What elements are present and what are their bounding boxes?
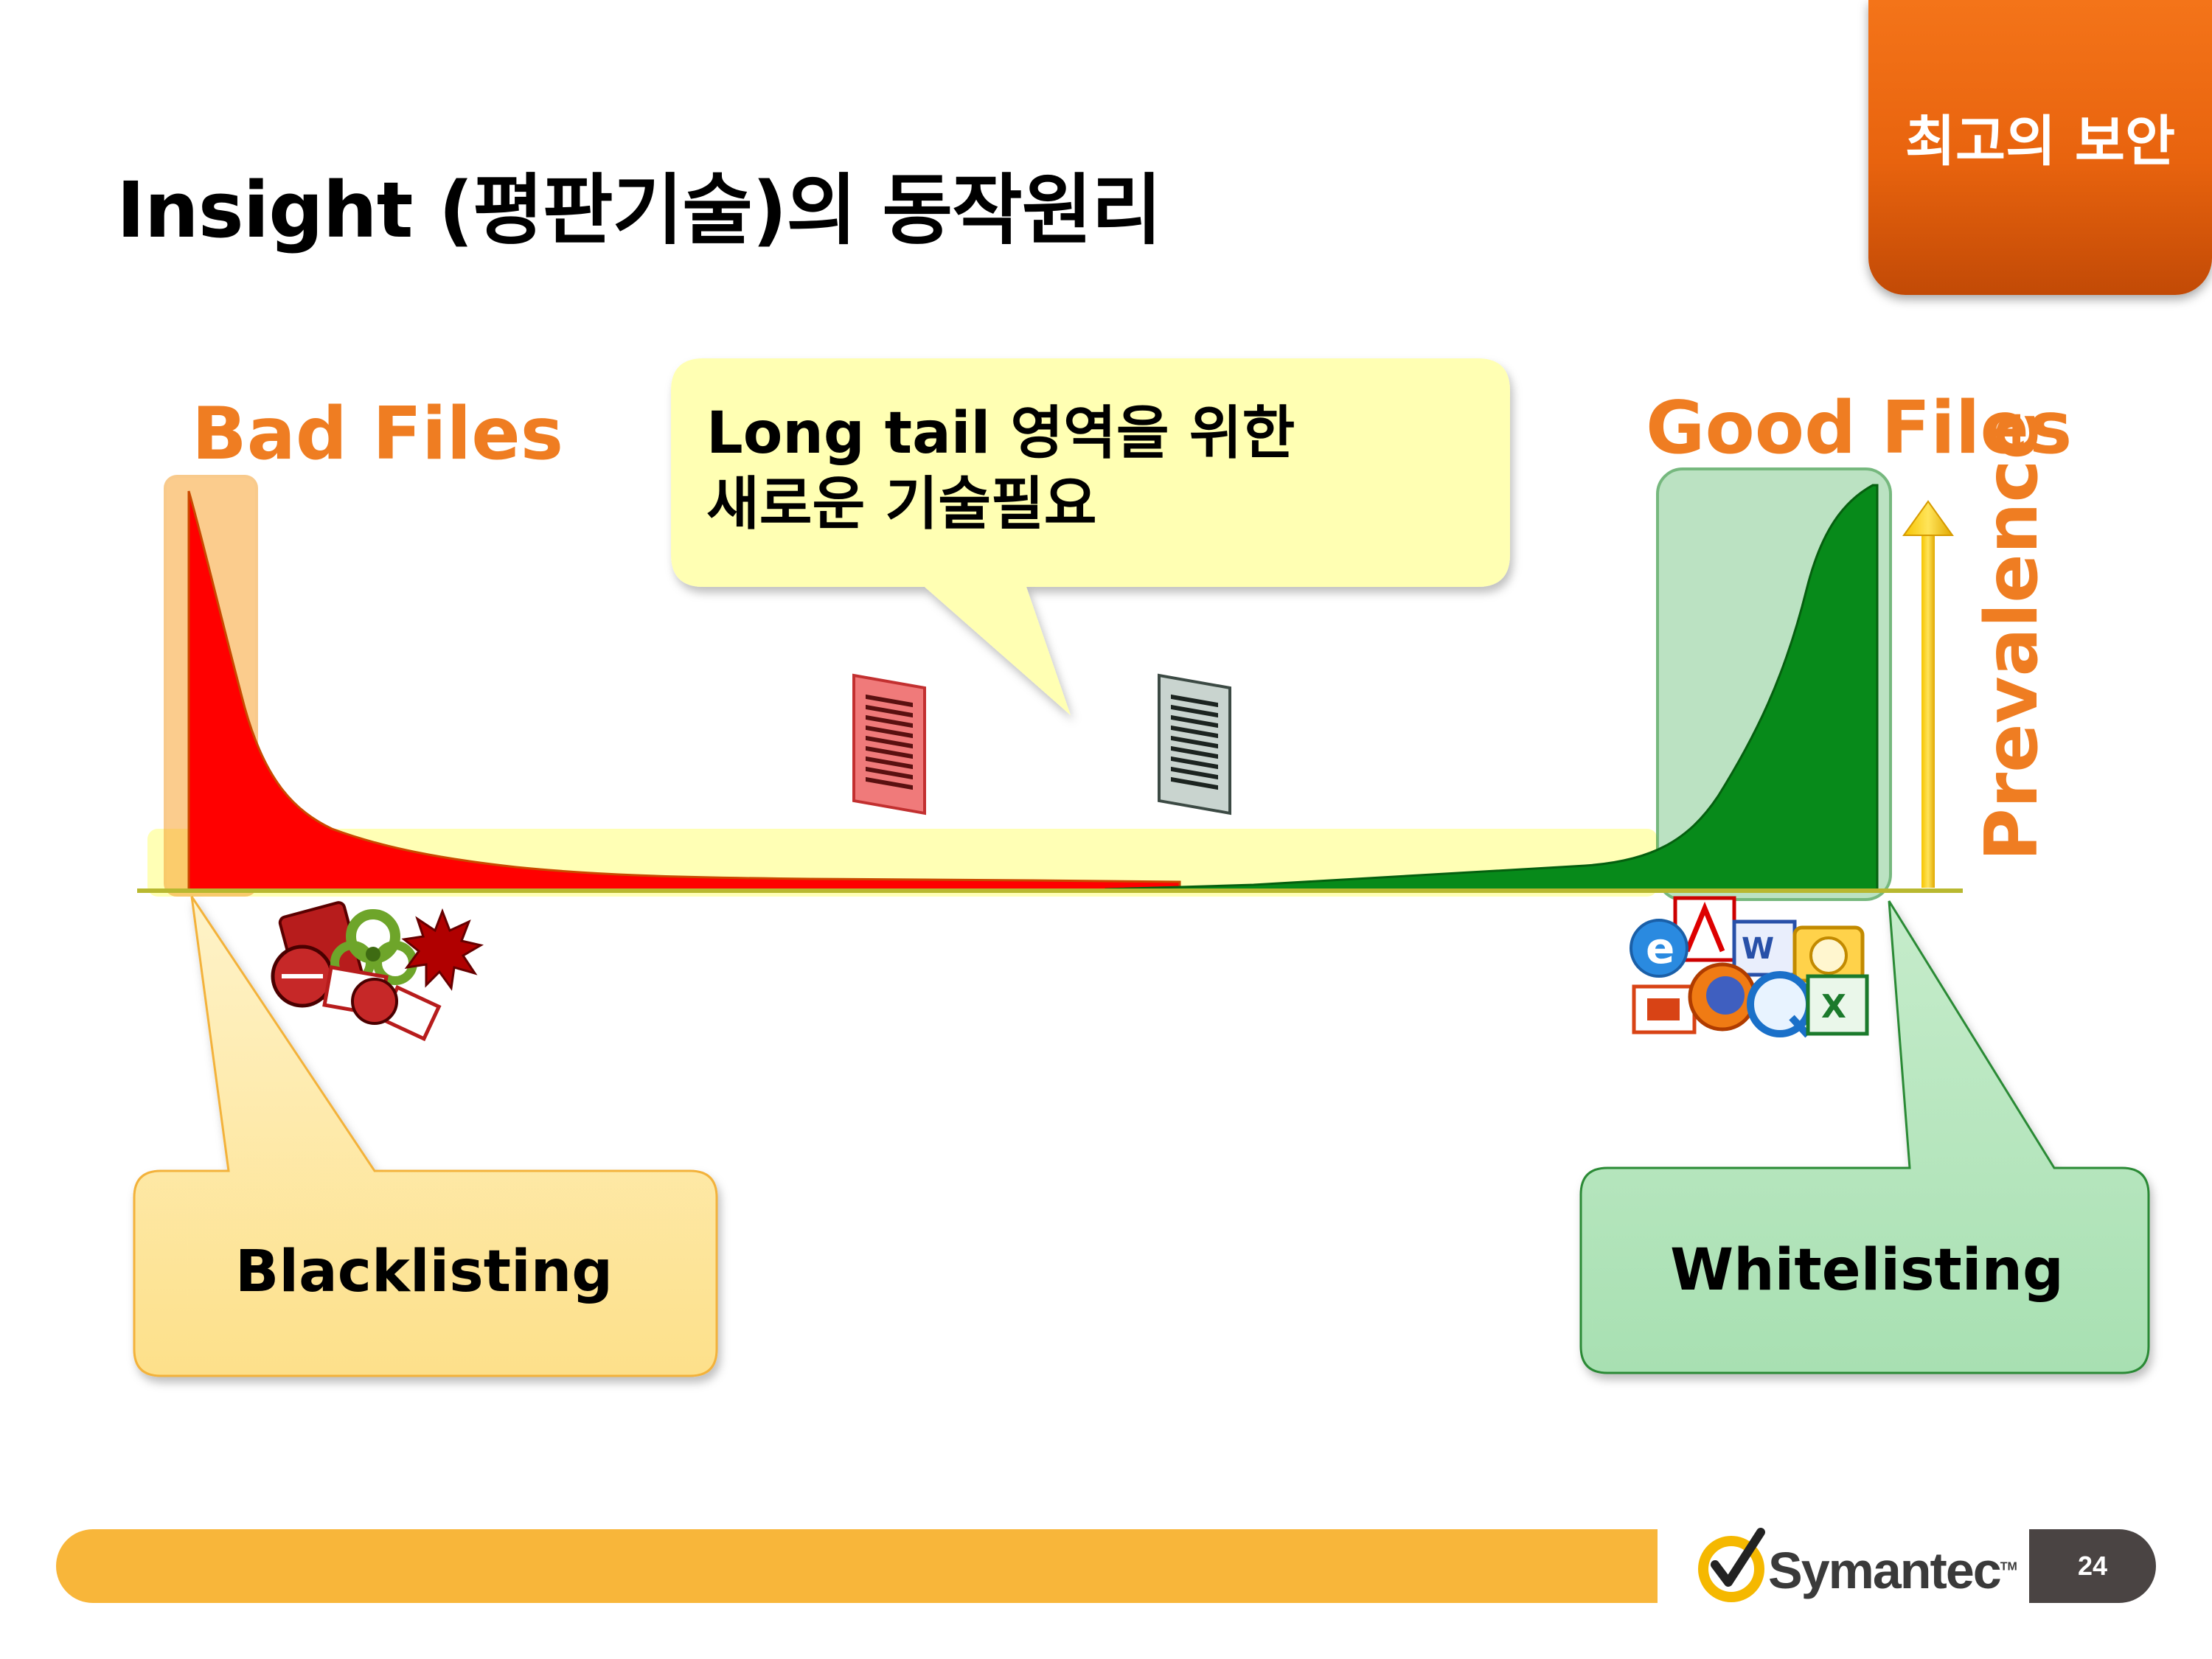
long-tail-bubble-text: Long tail 영역을 위한 새로운 기술필요 [706, 400, 1295, 538]
svg-text:e: e [1646, 923, 1674, 973]
whitelisting-callout [1579, 900, 2150, 1374]
symantec-logo-text: SymantecTM [1768, 1541, 2017, 1600]
footer-bar [56, 1529, 1658, 1603]
svg-text:X: X [1821, 988, 1846, 1026]
red-document-icon [852, 673, 926, 815]
prevalence-arrow [1902, 500, 1954, 888]
blacklisting-callout [133, 896, 718, 1377]
long-tail-bubble [671, 358, 1510, 715]
gray-document-icon [1158, 673, 1231, 815]
excel-icon: X [1806, 974, 1869, 1036]
blacklisting-label: Blacklisting [234, 1239, 613, 1305]
whitelisting-label: Whitelisting [1670, 1237, 2064, 1304]
application-icon-cluster: e W X [1630, 896, 1869, 1038]
badge-best-security: 최고의 보안 [1868, 0, 2212, 295]
outlook-icon [1792, 925, 1865, 983]
good-files-curve [1105, 484, 1879, 892]
quicktime-icon [1747, 971, 1813, 1038]
firefox-icon [1688, 962, 1757, 1032]
powerpoint-icon [1632, 984, 1697, 1034]
bad-files-label: Bad Files [192, 392, 564, 476]
symantec-logo-icon [1698, 1528, 1765, 1602]
malware-icon-cluster [271, 901, 484, 1042]
red-chip-icon [322, 964, 442, 1042]
slide-title: Insight (평판기술)의 동작원리 [116, 165, 1162, 255]
good-files-label: Good Files [1646, 386, 2073, 470]
logo-wordmark: Symantec [1768, 1542, 2002, 1599]
virus-splat-icon [401, 908, 484, 991]
page-number-tab: 24 [2029, 1529, 2156, 1603]
svg-text:W: W [1742, 932, 1774, 966]
bad-files-curve [187, 490, 1181, 892]
internet-explorer-icon: e [1630, 919, 1688, 978]
page-number: 24 [2077, 1551, 2108, 1581]
badge-label: 최고의 보안 [1905, 109, 2176, 173]
logo-trademark: TM [2000, 1560, 2017, 1573]
prevalence-axis-label: Prevalence [1970, 410, 2054, 861]
word-icon: W [1732, 919, 1797, 977]
